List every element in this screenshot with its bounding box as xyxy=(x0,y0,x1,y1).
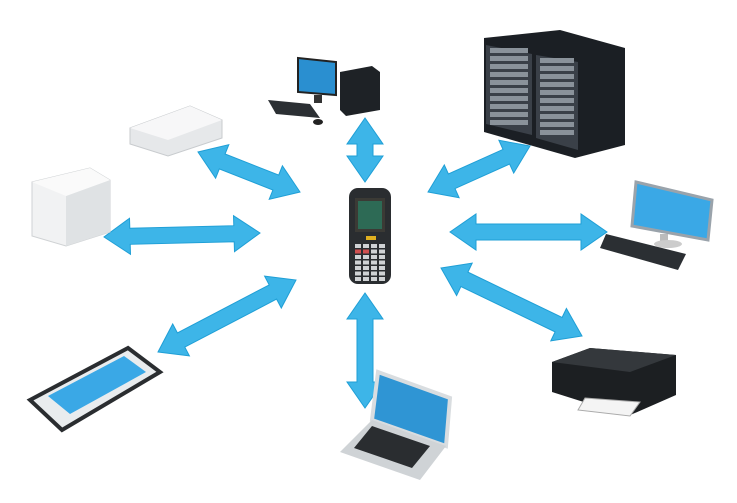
double-arrow-icon xyxy=(157,275,297,357)
server-slot xyxy=(540,114,574,119)
keypad-key xyxy=(363,271,369,276)
keypad-key xyxy=(363,255,369,259)
server-slot xyxy=(540,130,574,135)
server-slot xyxy=(490,72,528,77)
server-slot xyxy=(540,90,574,95)
keypad-key xyxy=(363,249,369,254)
server-slot xyxy=(540,106,574,111)
server-slot xyxy=(540,58,574,63)
keypad-key xyxy=(355,244,361,248)
server-rack-icon xyxy=(484,30,625,158)
keypad-key xyxy=(379,260,385,265)
keypad-key xyxy=(363,266,369,270)
keypad-key xyxy=(371,244,377,248)
network-box-icon xyxy=(129,105,223,157)
double-arrow-icon xyxy=(440,262,583,342)
server-slot xyxy=(490,96,528,101)
server-slot xyxy=(490,48,528,53)
keypad-key xyxy=(363,277,369,281)
server-slot xyxy=(490,80,528,85)
keypad-key xyxy=(371,277,377,281)
monitor-keyboard-icon xyxy=(600,180,714,270)
double-arrow-icon xyxy=(427,139,531,199)
server-slot xyxy=(540,98,574,103)
server-slot xyxy=(490,104,528,109)
keypad-key xyxy=(371,266,377,270)
keypad-key xyxy=(379,266,385,270)
server-slot xyxy=(540,82,574,87)
server-slot xyxy=(490,88,528,93)
keypad-key xyxy=(379,277,385,281)
keypad-key xyxy=(371,271,377,276)
keypad-key xyxy=(379,255,385,259)
double-arrow-icon xyxy=(449,213,608,251)
connection-arrows xyxy=(103,117,608,409)
keypad-key xyxy=(355,271,361,276)
keypad-key xyxy=(355,260,361,265)
handheld-scanner-icon xyxy=(349,188,391,284)
server-slot xyxy=(490,120,528,125)
keypad-key xyxy=(379,249,385,254)
keypad-key xyxy=(379,271,385,276)
keypad-key xyxy=(379,244,385,248)
printer-icon xyxy=(552,348,676,417)
keypad-key xyxy=(371,255,377,259)
double-arrow-icon xyxy=(103,214,261,256)
keypad-key xyxy=(355,277,361,281)
double-arrow-icon xyxy=(346,117,384,183)
keypad-key xyxy=(355,249,361,254)
desktop-computer-icon xyxy=(268,56,380,125)
server-slot xyxy=(490,56,528,61)
keypad-key xyxy=(355,255,361,259)
keypad-key xyxy=(371,249,377,254)
double-arrow-icon xyxy=(197,143,301,201)
server-slot xyxy=(540,66,574,71)
keypad-key xyxy=(355,266,361,270)
server-slot xyxy=(490,112,528,117)
double-arrow-icon xyxy=(346,292,384,409)
keypad-key xyxy=(363,244,369,248)
keypad-key xyxy=(371,260,377,265)
server-slot xyxy=(490,64,528,69)
nas-cube-icon xyxy=(31,167,111,247)
server-slot xyxy=(540,122,574,127)
keypad-key xyxy=(363,260,369,265)
laptop-icon xyxy=(340,369,453,480)
server-slot xyxy=(540,74,574,79)
smartphone-icon xyxy=(26,345,164,433)
